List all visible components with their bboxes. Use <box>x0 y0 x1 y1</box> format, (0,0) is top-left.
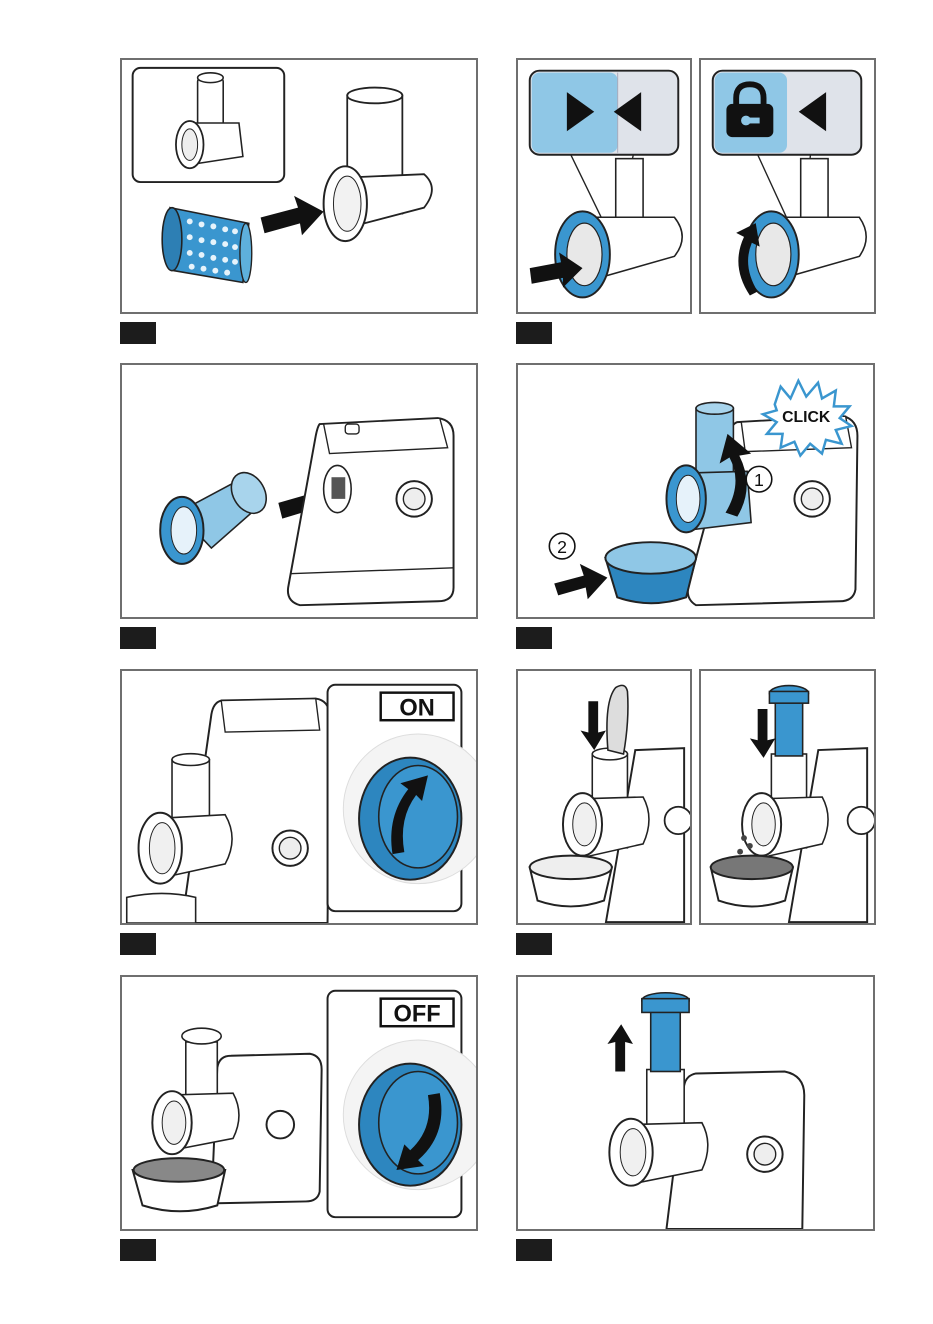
insertion-arrow-icon <box>261 196 324 235</box>
step-marker <box>516 1239 552 1261</box>
step-number-1: 1 <box>754 470 764 490</box>
illustration-pusher <box>701 671 874 923</box>
off-label: OFF <box>394 1001 441 1027</box>
step-marker <box>120 1239 156 1261</box>
panel-switch-off: OFF <box>120 975 478 1231</box>
push-down-arrow-icon <box>581 701 606 750</box>
panel-switch-on: ON <box>120 669 478 925</box>
illustration-insert-drum <box>122 60 476 312</box>
illustration-attach <box>122 365 476 617</box>
panel-click-bowl: CLICK 1 2 <box>516 363 875 619</box>
illustration-align <box>518 60 690 312</box>
click-label: CLICK <box>782 409 831 426</box>
panel-use-pusher <box>699 669 876 925</box>
illustration-remove <box>518 977 873 1229</box>
step-marker <box>120 933 156 955</box>
step-marker <box>120 627 156 649</box>
step-marker <box>120 322 156 344</box>
pull-up-arrow-icon <box>607 1024 633 1071</box>
illustration-click: CLICK 1 2 <box>518 365 873 617</box>
illustration-feed <box>518 671 690 923</box>
panel-insert-drum <box>120 58 478 314</box>
illustration-switch-off: OFF <box>122 977 476 1229</box>
panel-remove-pusher <box>516 975 875 1231</box>
on-label: ON <box>399 695 434 721</box>
insertion-arrow-icon <box>554 564 607 599</box>
step-marker <box>516 933 552 955</box>
panel-attach-to-motor <box>120 363 478 619</box>
step-marker <box>516 627 552 649</box>
illustration-switch-on: ON <box>122 671 476 923</box>
push-down-arrow-icon <box>750 709 775 758</box>
panel-feed-food <box>516 669 692 925</box>
illustration-lock <box>701 60 874 312</box>
drum-icon <box>162 208 252 283</box>
panel-lock-mark <box>699 58 876 314</box>
step-marker <box>516 322 552 344</box>
step-number-2: 2 <box>557 537 567 557</box>
panel-align-mark <box>516 58 692 314</box>
